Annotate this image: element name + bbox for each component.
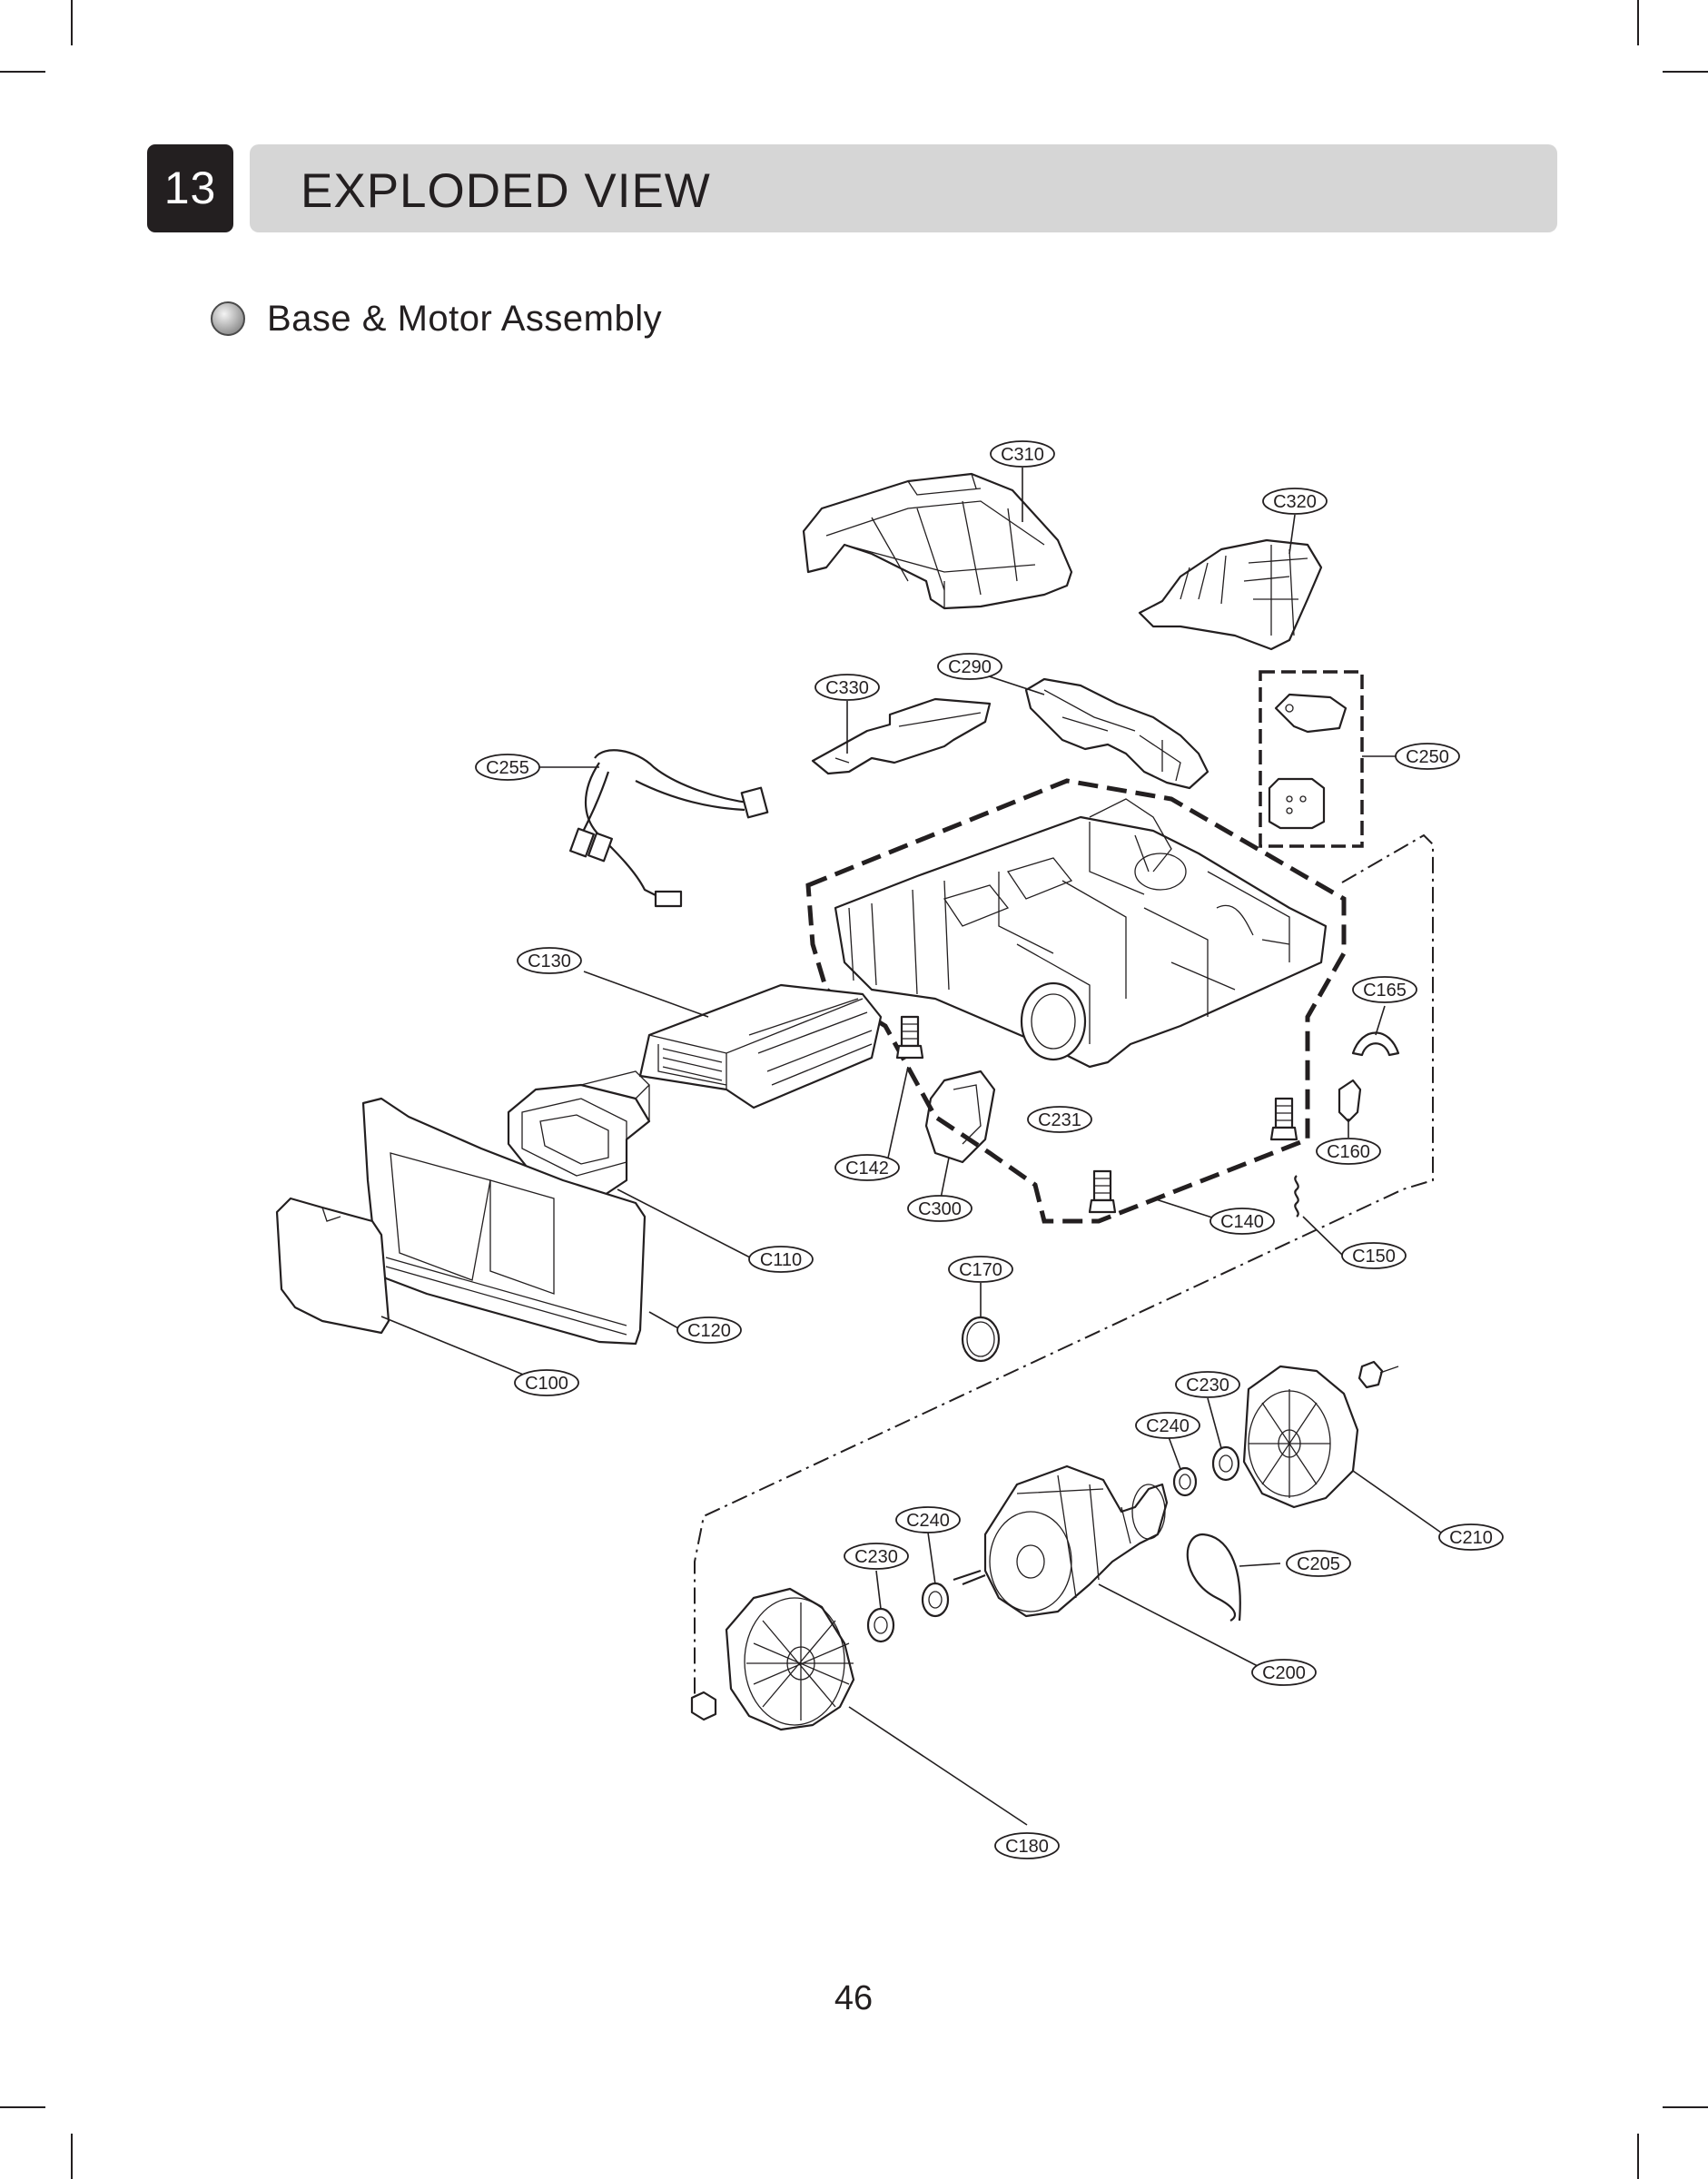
callout-c130: C130 [517,947,582,974]
crop-mark-top-left-horizontal [0,71,45,73]
svg-text:C240: C240 [1146,1416,1190,1436]
callout-c240-left: C240 [895,1506,961,1533]
part-top-cover-c310 [802,472,1073,610]
callout-c150: C150 [1341,1242,1407,1269]
svg-text:C205: C205 [1297,1554,1340,1574]
svg-text:C290: C290 [948,657,992,677]
callout-c160: C160 [1316,1138,1381,1165]
callout-c290: C290 [937,653,1002,680]
part-spring-c150 [1294,1175,1299,1218]
section-number-badge: 13 [147,144,233,232]
part-bolt-c140-right [1269,1097,1298,1141]
callout-c180: C180 [994,1832,1060,1859]
crop-mark-top-right-vertical [1637,0,1639,45]
part-front-panel-c120 [361,1097,647,1346]
svg-text:C330: C330 [825,678,869,698]
part-heater-c130 [638,983,883,1109]
callout-c250: C250 [1395,743,1460,770]
svg-text:C140: C140 [1220,1212,1264,1232]
crop-mark-bottom-right-vertical [1637,2134,1639,2179]
motor-axis-centerline [694,833,1434,1711]
section-header-bar: EXPLODED VIEW [250,144,1557,232]
part-gasket-c300 [924,1070,996,1164]
svg-text:C230: C230 [1186,1375,1229,1395]
callout-c110: C110 [748,1246,814,1273]
callout-c310: C310 [990,440,1055,468]
crop-mark-top-left-vertical [71,0,73,45]
svg-text:C231: C231 [1038,1110,1081,1130]
page-number: 46 [834,1979,874,2017]
svg-text:C170: C170 [959,1260,1002,1280]
callout-c170: C170 [948,1256,1013,1283]
part-o-ring-c170 [961,1316,1001,1363]
svg-text:C100: C100 [525,1374,568,1394]
part-bracket-c160 [1338,1079,1362,1123]
callout-c230-left: C230 [844,1543,909,1570]
part-bolt-c140-bottom [1088,1169,1117,1214]
part-clamp-c165 [1351,1031,1400,1057]
svg-text:C230: C230 [854,1547,898,1567]
svg-text:C120: C120 [687,1321,731,1341]
part-blower-housing-c320 [1138,538,1323,651]
callout-c320: C320 [1262,488,1328,515]
callout-c255: C255 [475,754,540,781]
part-rear-fan-c210 [1242,1360,1399,1509]
svg-text:C160: C160 [1327,1142,1370,1162]
svg-text:C110: C110 [760,1250,802,1270]
part-bolt-c142 [895,1015,924,1060]
svg-text:C320: C320 [1273,492,1317,512]
svg-text:C142: C142 [845,1159,889,1178]
callout-c205: C205 [1286,1550,1351,1577]
crop-mark-bottom-left-horizontal [0,2106,45,2108]
callout-c100: C100 [514,1369,579,1396]
callout-c142: C142 [834,1154,900,1181]
svg-text:C150: C150 [1352,1247,1396,1267]
part-washer-c230-left [866,1607,895,1643]
part-belt-c205 [1186,1533,1241,1622]
part-wire-harness-c255 [568,749,769,908]
svg-text:C165: C165 [1363,981,1407,1001]
part-relay-kit-c250 [1259,670,1364,848]
gray-sphere-bullet-icon [211,301,245,336]
crop-mark-bottom-left-vertical [71,2134,73,2179]
callout-c231: C231 [1027,1106,1092,1133]
callout-c140: C140 [1209,1208,1275,1235]
subsection-heading: Base & Motor Assembly [211,297,662,340]
page-title: EXPLODED VIEW [301,164,711,218]
subsection-title: Base & Motor Assembly [267,298,663,339]
part-base-frame [805,778,1347,1224]
callout-c210: C210 [1438,1523,1504,1551]
callout-c165: C165 [1352,976,1417,1003]
callout-c240-right: C240 [1135,1412,1200,1439]
part-washer-c240-left [921,1582,950,1618]
part-inner-frame-c110 [507,1070,651,1200]
part-washer-c230-right [1211,1445,1240,1482]
svg-text:C130: C130 [528,951,571,971]
part-front-fan-c180 [690,1587,855,1731]
callout-c200: C200 [1251,1659,1317,1686]
callout-c300: C300 [907,1195,972,1222]
part-plate-c330 [811,697,992,775]
svg-text:C250: C250 [1406,747,1449,767]
svg-text:C240: C240 [906,1511,950,1531]
crop-mark-bottom-right-horizontal [1663,2106,1708,2108]
svg-text:C310: C310 [1001,445,1044,465]
svg-text:C210: C210 [1449,1528,1493,1548]
part-washer-c240-right [1172,1466,1198,1497]
crop-mark-top-right-horizontal [1663,71,1708,73]
svg-text:C180: C180 [1005,1837,1049,1857]
part-duct-c290 [1024,677,1209,790]
callout-c120: C120 [676,1316,742,1344]
callout-c330: C330 [815,674,880,701]
svg-text:C255: C255 [486,758,529,778]
svg-text:C300: C300 [918,1199,962,1219]
callout-c230-right: C230 [1175,1371,1240,1398]
part-door-c100 [275,1197,390,1335]
part-motor-c200 [953,1464,1169,1618]
svg-text:C200: C200 [1262,1663,1306,1683]
